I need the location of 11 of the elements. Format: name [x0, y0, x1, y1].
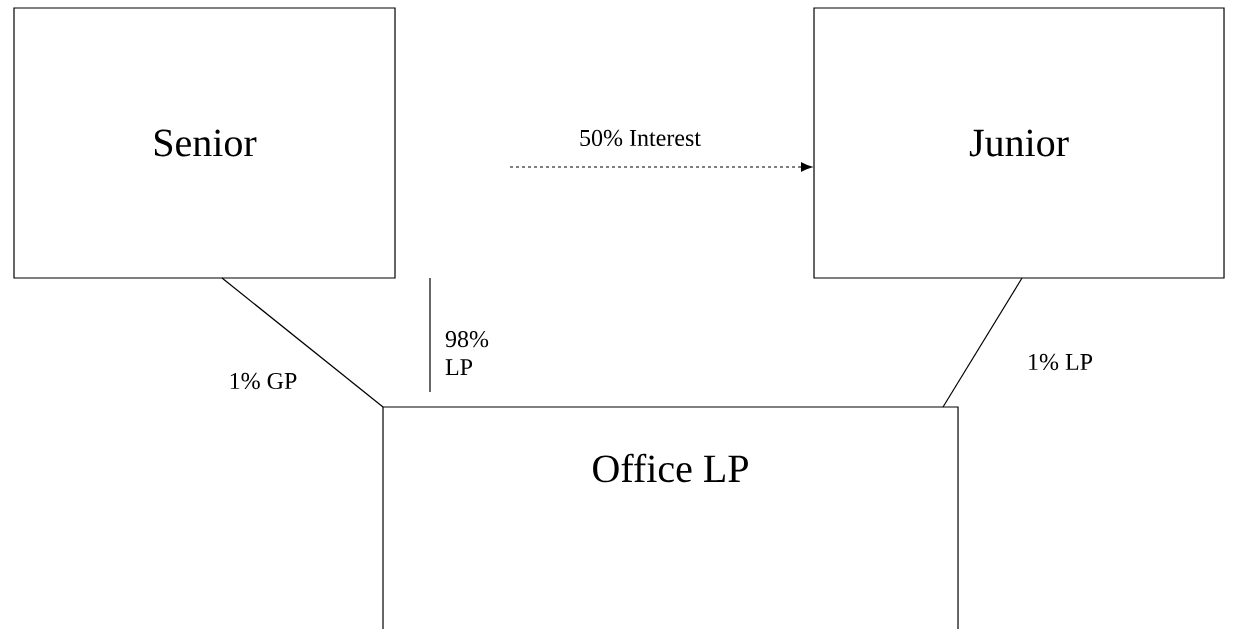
- entity-box: Junior: [813, 7, 1225, 279]
- entity-box: Office LP: [382, 406, 959, 629]
- edge-label: 1% LP: [1029, 353, 1093, 371]
- connector: [509, 162, 813, 172]
- edge-label: 1% GP: [230, 372, 297, 390]
- connector: [429, 277, 431, 393]
- edge-label: 50% Interest: [580, 129, 701, 147]
- connector: [942, 277, 1023, 408]
- entity-box: Senior: [13, 7, 396, 279]
- edge-label: 98% LP: [445, 331, 489, 375]
- connector: [221, 277, 384, 408]
